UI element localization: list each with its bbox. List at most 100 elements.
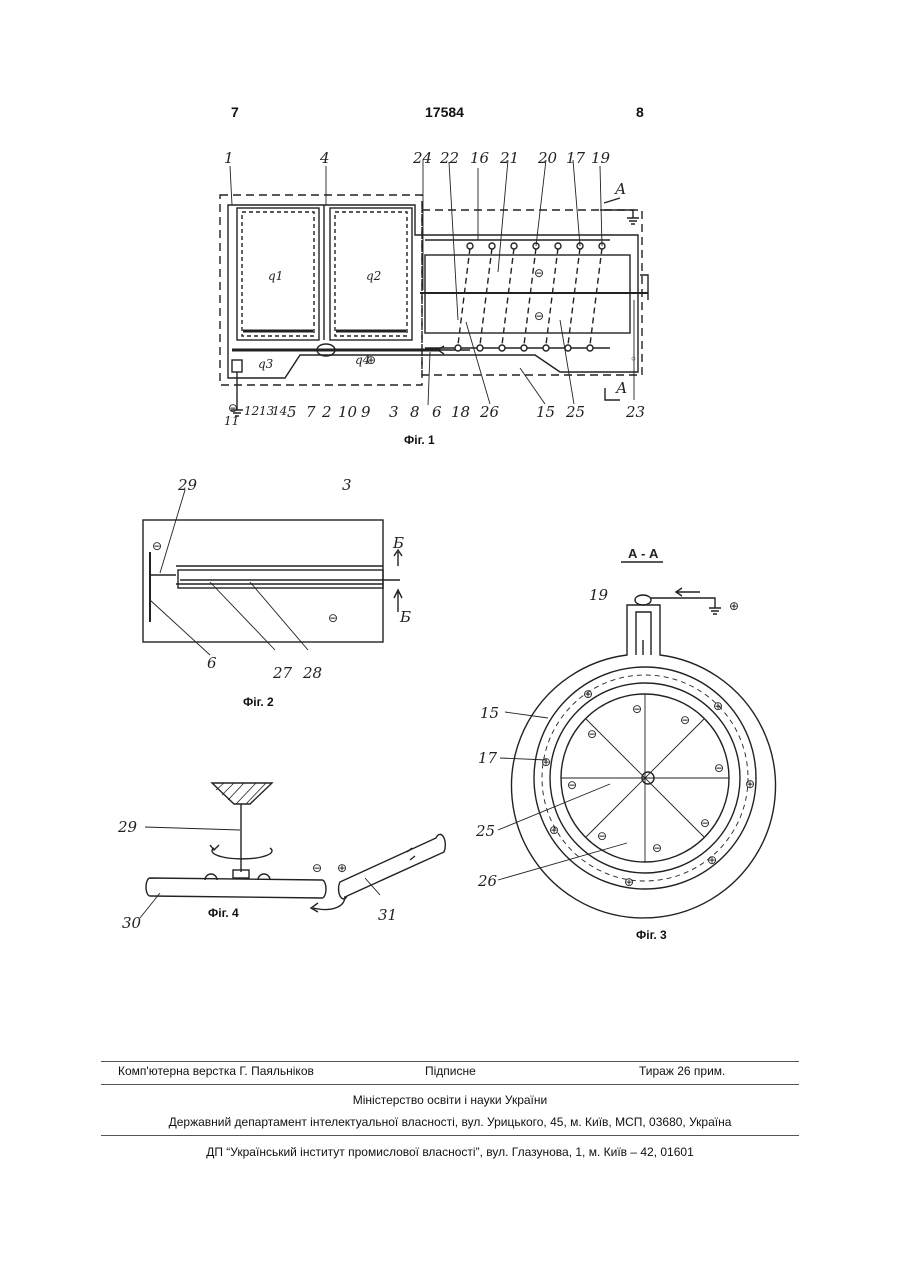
fig1-sign-minus: ⊖ bbox=[228, 401, 238, 415]
fig2-label-3: 3 bbox=[342, 476, 352, 494]
fig1-label-22: 22 bbox=[439, 149, 459, 167]
fig1-left-enclosure bbox=[220, 195, 422, 385]
svg-text:⊕: ⊕ bbox=[713, 699, 723, 713]
print-run: Тираж 26 прим. bbox=[639, 1064, 725, 1078]
fig1-label-24: 24 bbox=[412, 149, 432, 167]
fig1-sign-minus-3: ⊖ bbox=[534, 309, 544, 323]
fig3-section-label: А - А bbox=[628, 546, 659, 561]
fig1-label-9: 9 bbox=[361, 403, 371, 421]
fig3-label-19: 19 bbox=[589, 586, 609, 604]
fig4-rod-31 bbox=[339, 834, 446, 899]
fig1-ground-right bbox=[600, 210, 639, 224]
svg-text:⊖: ⊖ bbox=[567, 778, 577, 792]
fig1-label-4: 4 bbox=[319, 149, 330, 167]
figure-3: А - А 19 15 17 25 2 bbox=[475, 546, 775, 918]
svg-text:⊖: ⊖ bbox=[680, 713, 690, 727]
fig2-label-27: 27 bbox=[272, 664, 293, 682]
fig1-label-q3: q3 bbox=[258, 357, 274, 371]
fig4-sign-plus: ⊕ bbox=[337, 861, 347, 875]
fig3-spokes bbox=[561, 694, 729, 862]
fig4-sign-minus: ⊖ bbox=[312, 861, 322, 875]
fig3-label-25: 25 bbox=[475, 822, 495, 840]
fig4-rotation-head bbox=[210, 845, 219, 850]
fig1-label-q2: q2 bbox=[366, 269, 381, 283]
fig1-label-a-top: А bbox=[614, 180, 626, 198]
fig2-label-6: 6 bbox=[207, 654, 217, 672]
svg-text:⊖: ⊖ bbox=[700, 816, 710, 830]
fig1-motor-mark bbox=[640, 275, 648, 300]
svg-text:⊖: ⊖ bbox=[632, 702, 642, 716]
figure-2: 29 3 Б Б 6 27 28 ⊖ ⊖ bbox=[143, 476, 411, 682]
fig1-electrode-array bbox=[458, 248, 602, 345]
fig1-sign-small: ◦ bbox=[630, 352, 637, 366]
fig1-label-25: 25 bbox=[565, 403, 585, 421]
fig3-label-15: 15 bbox=[480, 704, 499, 722]
patent-drawings: 1 4 24 22 16 21 20 17 19 А q1 q2 q3 q4 1… bbox=[0, 0, 901, 1000]
fig2-label-b-top: Б bbox=[392, 534, 404, 552]
svg-text:⊖: ⊖ bbox=[652, 841, 662, 855]
fig1-label-16: 16 bbox=[470, 149, 490, 167]
svg-text:⊕: ⊕ bbox=[549, 823, 559, 837]
fig4-label-31: 31 bbox=[378, 906, 397, 924]
fig1-label-3: 3 bbox=[389, 403, 399, 421]
fig2-label-28: 28 bbox=[302, 664, 322, 682]
fig1-label-19: 19 bbox=[591, 149, 611, 167]
fig4-label-30: 30 bbox=[122, 914, 142, 932]
svg-text:⊕: ⊕ bbox=[745, 777, 755, 791]
fig1-sign-plus: ⊕ bbox=[366, 353, 376, 367]
layout-credit: Комп'ютерна верстка Г. Паяльніков bbox=[118, 1064, 314, 1078]
fig1-label-12: 12 bbox=[244, 404, 259, 418]
fig1-label-10: 10 bbox=[338, 403, 358, 421]
fig3-label-26: 26 bbox=[477, 872, 498, 890]
svg-text:⊕: ⊕ bbox=[541, 755, 551, 769]
fig2-sign-minus-1: ⊖ bbox=[152, 539, 162, 553]
fig1-label-q1: q1 bbox=[268, 269, 283, 283]
fig4-mount-hatch bbox=[216, 783, 266, 804]
figure-4: 29 30 31 ⊖ ⊕ bbox=[117, 783, 445, 932]
fig2-label-b-bottom: Б bbox=[399, 608, 411, 626]
fig1-label-1: 1 bbox=[224, 149, 234, 167]
fig1-label-20: 20 bbox=[537, 149, 558, 167]
fig4-rod-30 bbox=[146, 878, 326, 898]
fig2-label-29: 29 bbox=[177, 476, 198, 494]
fig1-sign-minus-2: ⊖ bbox=[534, 266, 544, 280]
fig2-electrode-rod bbox=[178, 570, 383, 588]
svg-text:⊕: ⊕ bbox=[707, 853, 717, 867]
fig3-caption: Фіг. 3 bbox=[636, 928, 667, 942]
fig1-vessel bbox=[228, 205, 638, 378]
svg-text:⊖: ⊖ bbox=[587, 727, 597, 741]
institute-address: ДП “Український інститут промислової вла… bbox=[101, 1145, 799, 1159]
fig4-label-29: 29 bbox=[117, 818, 138, 836]
fig1-label-6: 6 bbox=[432, 403, 442, 421]
fig1-label-14: 14 bbox=[272, 404, 287, 418]
svg-text:⊖: ⊖ bbox=[597, 829, 607, 843]
fig4-rotation-arrow bbox=[212, 848, 272, 859]
fig1-label-11: 11 bbox=[224, 414, 239, 428]
figure-1: 1 4 24 22 16 21 20 17 19 А q1 q2 q3 q4 1… bbox=[220, 149, 648, 428]
fig1-label-21: 21 bbox=[499, 149, 519, 167]
fig2-sign-minus-2: ⊖ bbox=[328, 611, 338, 625]
svg-text:⊕: ⊕ bbox=[583, 687, 593, 701]
fig2-leaders bbox=[150, 490, 308, 655]
ministry-name: Міністерство освіти і науки України bbox=[101, 1093, 799, 1107]
fig3-label-17: 17 bbox=[478, 749, 498, 767]
fig1-label-7: 7 bbox=[306, 403, 316, 421]
fig3-arrow-in bbox=[676, 588, 700, 596]
fig1-label-26: 26 bbox=[479, 403, 500, 421]
fig1-label-23: 23 bbox=[625, 403, 645, 421]
svg-text:⊖: ⊖ bbox=[714, 761, 724, 775]
fig1-label-15: 15 bbox=[536, 403, 555, 421]
fig1-label-17: 17 bbox=[566, 149, 586, 167]
fig2-caption: Фіг. 2 bbox=[243, 695, 274, 709]
signed-label: Підписне bbox=[425, 1064, 476, 1078]
footer-rule-mid bbox=[101, 1084, 799, 1085]
fig4-caption: Фіг. 4 bbox=[208, 906, 239, 920]
fig2-arrow-b-top bbox=[394, 550, 402, 566]
fig2-cell bbox=[143, 520, 383, 642]
department-address: Державний департамент інтелектуальної вл… bbox=[101, 1115, 799, 1129]
fig1-arrow-a bbox=[604, 198, 620, 203]
fig1-label-a-bottom: А bbox=[615, 379, 627, 397]
fig1-terminals bbox=[455, 243, 605, 351]
svg-text:⊕: ⊕ bbox=[624, 875, 634, 889]
fig3-terminal-19 bbox=[635, 595, 651, 605]
